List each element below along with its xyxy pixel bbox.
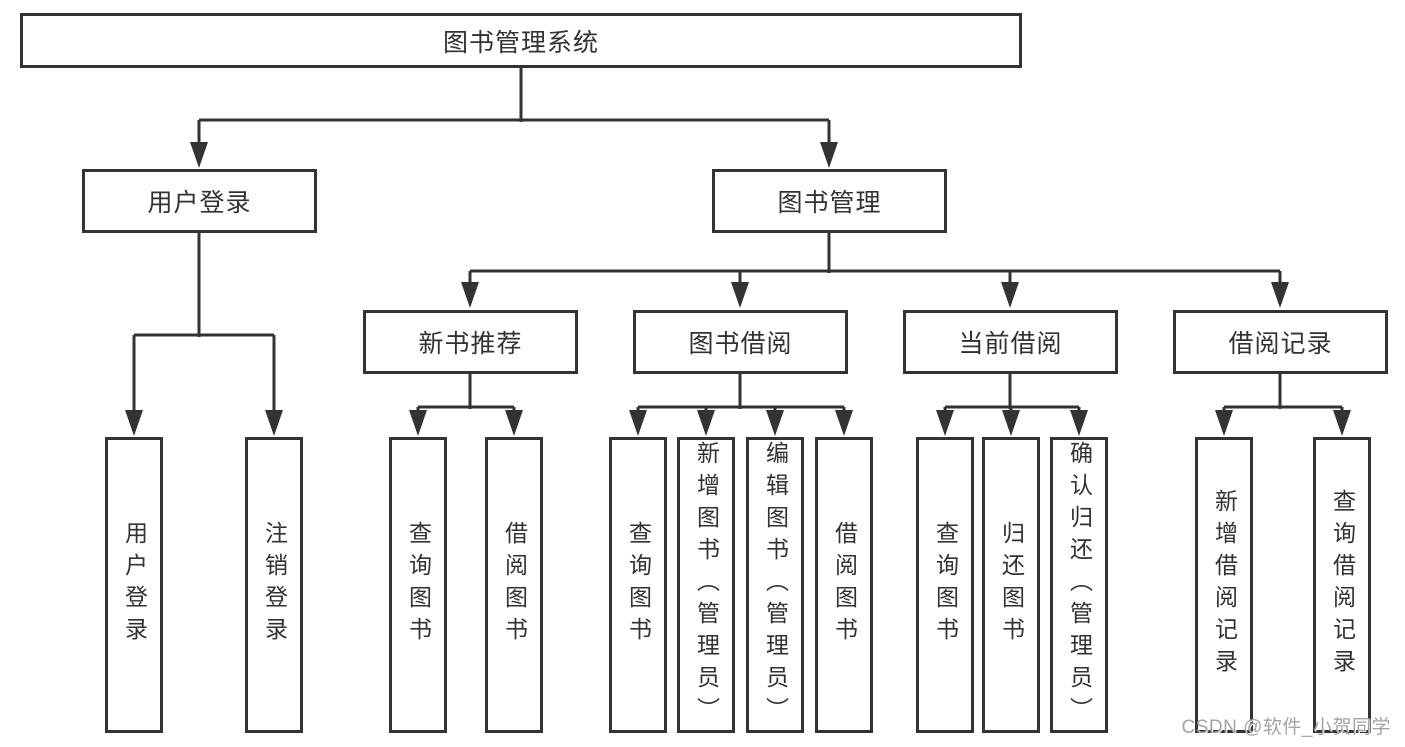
arrowhead-icon xyxy=(1070,410,1088,436)
node-label: 新书推荐 xyxy=(418,330,523,358)
node-label: 图书管理系统 xyxy=(442,28,599,57)
node-label: 图书管理 xyxy=(777,189,882,217)
leaf-borrow-books-under-borrowing: 借阅图书 xyxy=(815,437,873,733)
arrowhead-icon xyxy=(125,410,143,436)
leaf-user-login: 用户登录 xyxy=(105,437,163,733)
node-new-book-recommendation: 新书推荐 xyxy=(363,310,578,374)
leaf-query-books-under-borrowing: 查询图书 xyxy=(609,437,667,733)
leaf-add-borrowing-record: 新增借阅记录 xyxy=(1195,437,1253,733)
node-label: 查询图书 xyxy=(405,521,432,649)
arrowhead-icon xyxy=(190,142,208,168)
node-label: 确认归还（管理员） xyxy=(1066,441,1093,729)
node-book-borrowing: 图书借阅 xyxy=(633,310,848,374)
leaf-query-borrowing-record: 查询借阅记录 xyxy=(1313,437,1371,733)
leaf-return-books: 归还图书 xyxy=(982,437,1040,733)
node-label: 新增图书（管理员） xyxy=(693,441,720,729)
connector-spines xyxy=(134,68,1342,409)
arrowhead-icon xyxy=(265,410,283,436)
node-label: 注销登录 xyxy=(261,521,288,649)
node-user-login: 用户登录 xyxy=(82,169,317,233)
leaf-logout: 注销登录 xyxy=(245,437,303,733)
node-label: 查询图书 xyxy=(932,521,959,649)
arrowhead-icon xyxy=(936,410,954,436)
arrowhead-icon xyxy=(1002,410,1020,436)
arrowhead-icon xyxy=(1215,410,1233,436)
node-label: 新增借阅记录 xyxy=(1211,489,1238,681)
arrowhead-icon xyxy=(820,142,838,168)
arrowhead-icon xyxy=(766,410,784,436)
arrowhead-icon xyxy=(835,410,853,436)
arrowhead-icon xyxy=(1333,410,1351,436)
leaf-add-books-admin: 新增图书（管理员） xyxy=(677,437,735,733)
node-label: 编辑图书（管理员） xyxy=(762,441,789,729)
arrowhead-icon xyxy=(629,410,647,436)
node-current-borrowing: 当前借阅 xyxy=(903,310,1118,374)
arrowheads xyxy=(125,120,1351,436)
arrowhead-icon xyxy=(409,410,427,436)
node-library-management-system: 图书管理系统 xyxy=(20,13,1022,68)
leaf-borrow-books-under-recommendation: 借阅图书 xyxy=(485,437,543,733)
node-label: 查询借阅记录 xyxy=(1329,489,1356,681)
node-label: 用户登录 xyxy=(147,189,252,217)
node-label: 借阅记录 xyxy=(1228,330,1333,358)
leaf-query-books-under-recommendation: 查询图书 xyxy=(389,437,447,733)
node-label: 当前借阅 xyxy=(958,330,1063,358)
leaf-query-books-under-current: 查询图书 xyxy=(916,437,974,733)
node-label: 借阅图书 xyxy=(501,521,528,649)
leaf-edit-books-admin: 编辑图书（管理员） xyxy=(746,437,804,733)
node-label: 用户登录 xyxy=(121,521,148,649)
node-label: 图书借阅 xyxy=(688,330,793,358)
node-label: 借阅图书 xyxy=(831,521,858,649)
arrowhead-icon xyxy=(697,410,715,436)
node-borrowing-records: 借阅记录 xyxy=(1173,310,1388,374)
arrowhead-icon xyxy=(1271,282,1289,308)
arrowhead-icon xyxy=(461,282,479,308)
arrowhead-icon xyxy=(731,282,749,308)
watermark: CSDN @软件_小贺同学 xyxy=(1181,717,1391,738)
node-label: 归还图书 xyxy=(998,521,1025,649)
node-book-management: 图书管理 xyxy=(712,169,947,233)
arrowhead-icon xyxy=(505,410,523,436)
arrowhead-icon xyxy=(1001,282,1019,308)
leaf-confirm-return-admin: 确认归还（管理员） xyxy=(1050,437,1108,733)
node-label: 查询图书 xyxy=(625,521,652,649)
